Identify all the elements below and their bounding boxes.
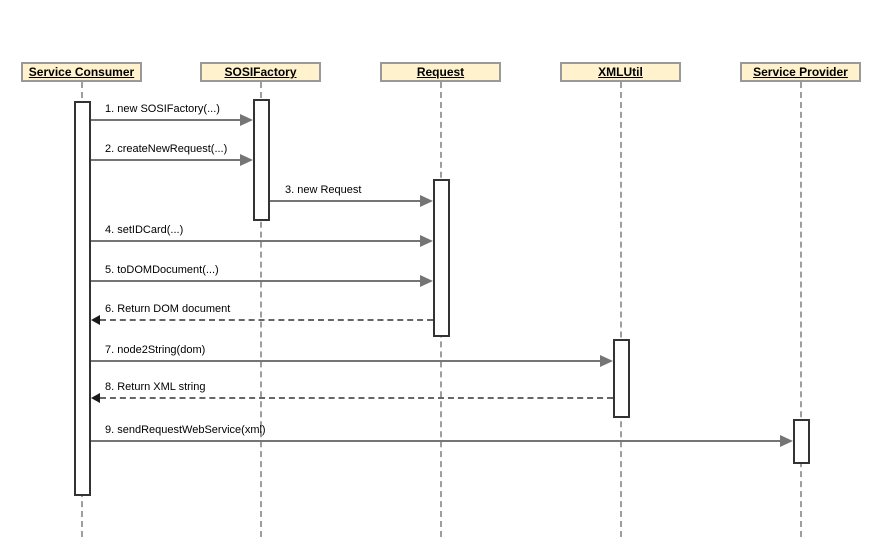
participant-service-consumer: Service Consumer: [21, 62, 142, 82]
lifeline-xmlutil: [620, 82, 622, 537]
participant-label: SOSIFactory: [224, 65, 297, 79]
message-line-3-new-request: [270, 200, 420, 202]
message-label-8-return-xml-string: 8. Return XML string: [105, 381, 206, 393]
message-label-5-todomdocument: 5. toDOMDocument(...): [105, 264, 219, 276]
activation-request: [433, 179, 450, 337]
lifeline-sosifactory: [260, 82, 262, 537]
call-arrowhead-icon: [420, 195, 433, 207]
participant-label: Service Provider: [753, 65, 848, 79]
participant-label: XMLUtil: [598, 65, 643, 79]
message-line-7-node2string-dom: [91, 360, 600, 362]
message-label-2-createnewrequest: 2. createNewRequest(...): [105, 143, 228, 155]
message-label-9-sendrequestwebservice-xml: 9. sendRequestWebService(xml): [105, 424, 266, 436]
return-arrowhead-icon: [91, 393, 100, 403]
call-arrowhead-icon: [600, 355, 613, 367]
message-line-6-return-dom-document: [100, 319, 433, 321]
call-arrowhead-icon: [240, 114, 253, 126]
participant-sosifactory: SOSIFactory: [200, 62, 321, 82]
message-line-4-setidcard: [91, 240, 420, 242]
activation-service-provider: [793, 419, 810, 464]
message-label-4-setidcard: 4. setIDCard(...): [105, 224, 184, 236]
message-line-1-new-sosifactory: [91, 119, 240, 121]
lifeline-service-provider: [800, 82, 802, 537]
activation-xmlutil: [613, 339, 630, 418]
message-label-1-new-sosifactory: 1. new SOSIFactory(...): [105, 103, 220, 115]
message-line-5-todomdocument: [91, 280, 420, 282]
call-arrowhead-icon: [240, 154, 253, 166]
message-line-8-return-xml-string: [100, 397, 613, 399]
message-label-6-return-dom-document: 6. Return DOM document: [105, 303, 231, 315]
participant-xmlutil: XMLUtil: [560, 62, 681, 82]
call-arrowhead-icon: [780, 435, 793, 447]
call-arrowhead-icon: [420, 235, 433, 247]
message-line-2-createnewrequest: [91, 159, 240, 161]
participant-label: Service Consumer: [28, 65, 135, 79]
participant-service-provider: Service Provider: [740, 62, 861, 82]
message-label-7-node2string-dom: 7. node2String(dom): [105, 344, 206, 356]
return-arrowhead-icon: [91, 315, 100, 325]
participant-request: Request: [380, 62, 501, 82]
activation-service-consumer: [74, 101, 91, 496]
participant-label: Request: [416, 65, 465, 79]
call-arrowhead-icon: [420, 275, 433, 287]
message-line-9-sendrequestwebservice-xml: [91, 440, 780, 442]
activation-sosifactory: [253, 99, 270, 221]
message-label-3-new-request: 3. new Request: [285, 184, 362, 196]
